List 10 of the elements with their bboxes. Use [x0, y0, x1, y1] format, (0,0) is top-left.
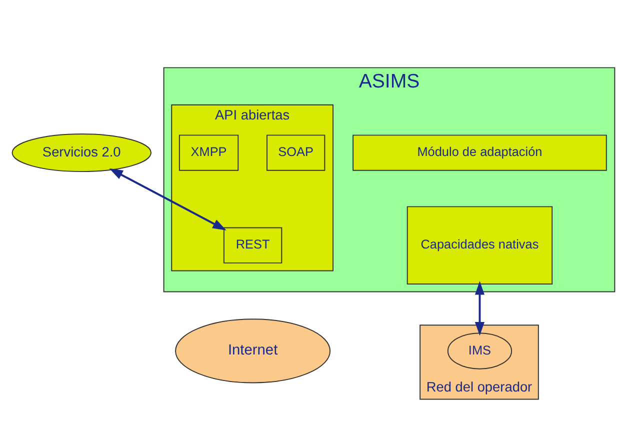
node-ellipse: IMS: [447, 332, 512, 369]
node-box: SOAP: [266, 134, 326, 170]
node-box: REST: [223, 226, 282, 263]
node-box: Capacidades nativas: [406, 206, 553, 284]
node-box: XMPP: [178, 134, 239, 170]
node-box: Módulo de adaptación: [352, 134, 607, 170]
arrow: [474, 280, 485, 336]
node-ellipse: Internet: [175, 318, 331, 383]
node-ellipse: Servicios 2.0: [12, 133, 152, 172]
arrow: [109, 168, 226, 230]
